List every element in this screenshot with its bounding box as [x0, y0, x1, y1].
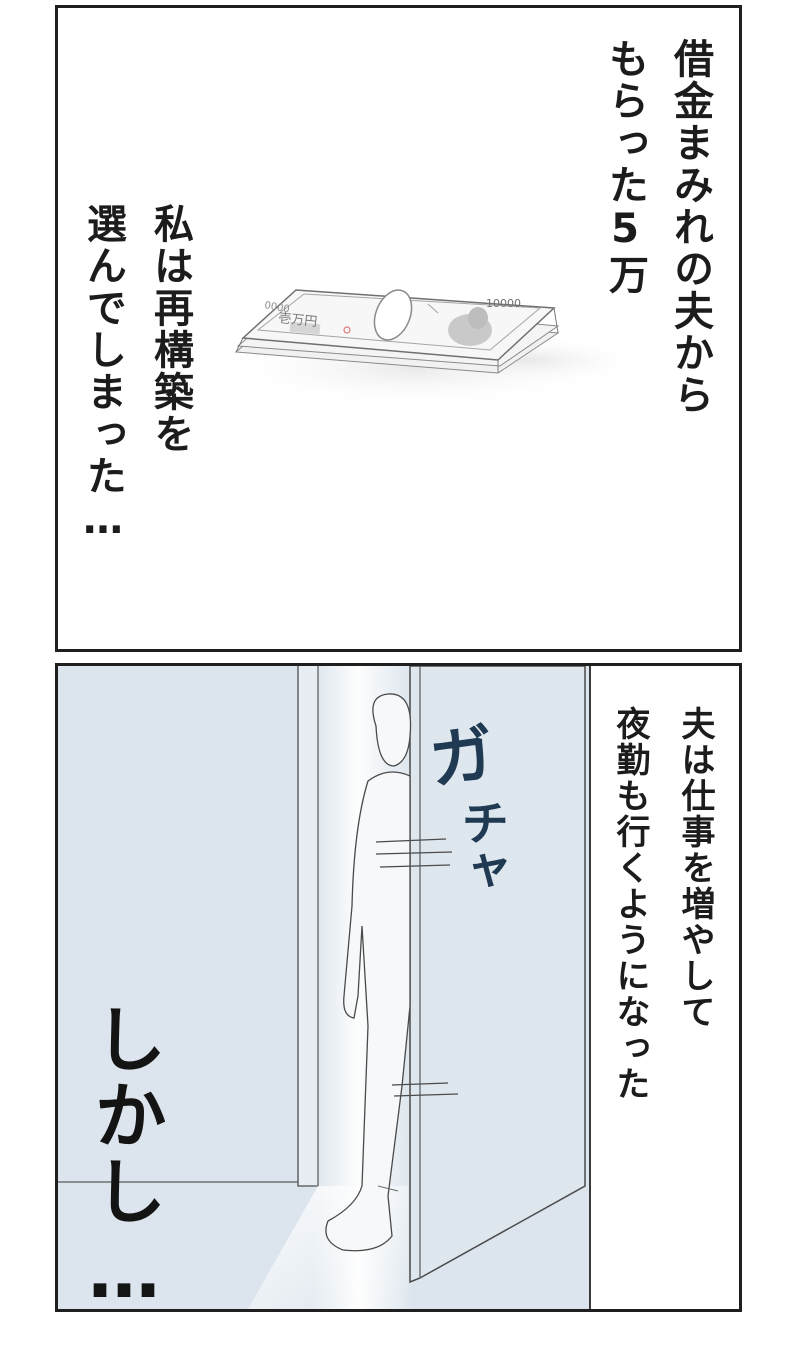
caption-night-shift: 夜勤も行くようになった — [610, 706, 650, 1102]
manga-panel-bottom: ガ チャ 夫は仕事を増やして 夜勤も行くようになった しかし… — [55, 663, 742, 1312]
caption-received-50k: もらった5万 — [602, 38, 648, 296]
doorway-scene — [58, 666, 739, 1309]
manga-panel-top: 0000 10000 壱万円 借金まみれの夫から もらった5万 私は再構築を 選… — [55, 5, 742, 652]
caption-ended-up: 選んでしまった… — [80, 203, 126, 545]
banknote-serial: 0000 — [263, 300, 290, 315]
sfx-cha: チャ — [452, 798, 508, 894]
caption-more-work: 夫は仕事を増やして — [675, 706, 715, 1030]
caption-chose-rebuild: 私は再構築を — [147, 203, 193, 455]
sfx-ga: ガ — [425, 716, 499, 800]
banknote-script: 壱万円 — [278, 311, 318, 330]
banknote-illustration: 0000 10000 壱万円 — [208, 289, 648, 408]
caption-debt-husband: 借金まみれの夫から — [667, 38, 713, 416]
banknote-denomination: 10000 — [486, 297, 521, 310]
caption-however: しかし… — [82, 1002, 166, 1312]
